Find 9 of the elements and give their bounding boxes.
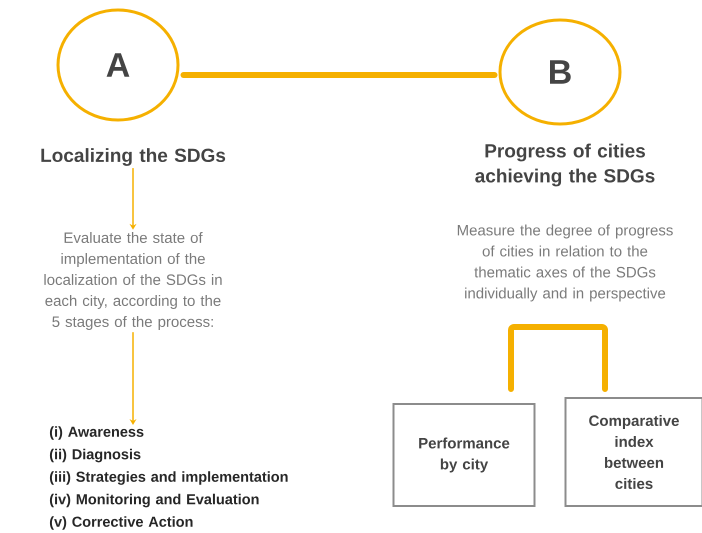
connector-line bbox=[508, 324, 608, 392]
description-text: Measure the degree of progress of cities in relation to the thematic axes of the SDGs individually and in perspective bbox=[458, 224, 673, 302]
connector-line bbox=[180, 72, 498, 78]
heading-text: Localizing the SDGs bbox=[41, 148, 226, 166]
stage-list: (i) Awareness (ii) Diagnosis (iii) Strategies and implementation (iv) Monitoring and Evaluation (v) Corrective Action bbox=[50, 426, 288, 530]
text-box: Performance by city bbox=[392, 403, 536, 507]
heading-text: Progress of cities achieving the SDGs bbox=[475, 144, 654, 186]
text-box: Comparative index between cities bbox=[564, 397, 702, 507]
description-text: Evaluate the state of implementation of the localization of the SDGs in each city, according to the 5 stages of the process: bbox=[44, 232, 222, 330]
